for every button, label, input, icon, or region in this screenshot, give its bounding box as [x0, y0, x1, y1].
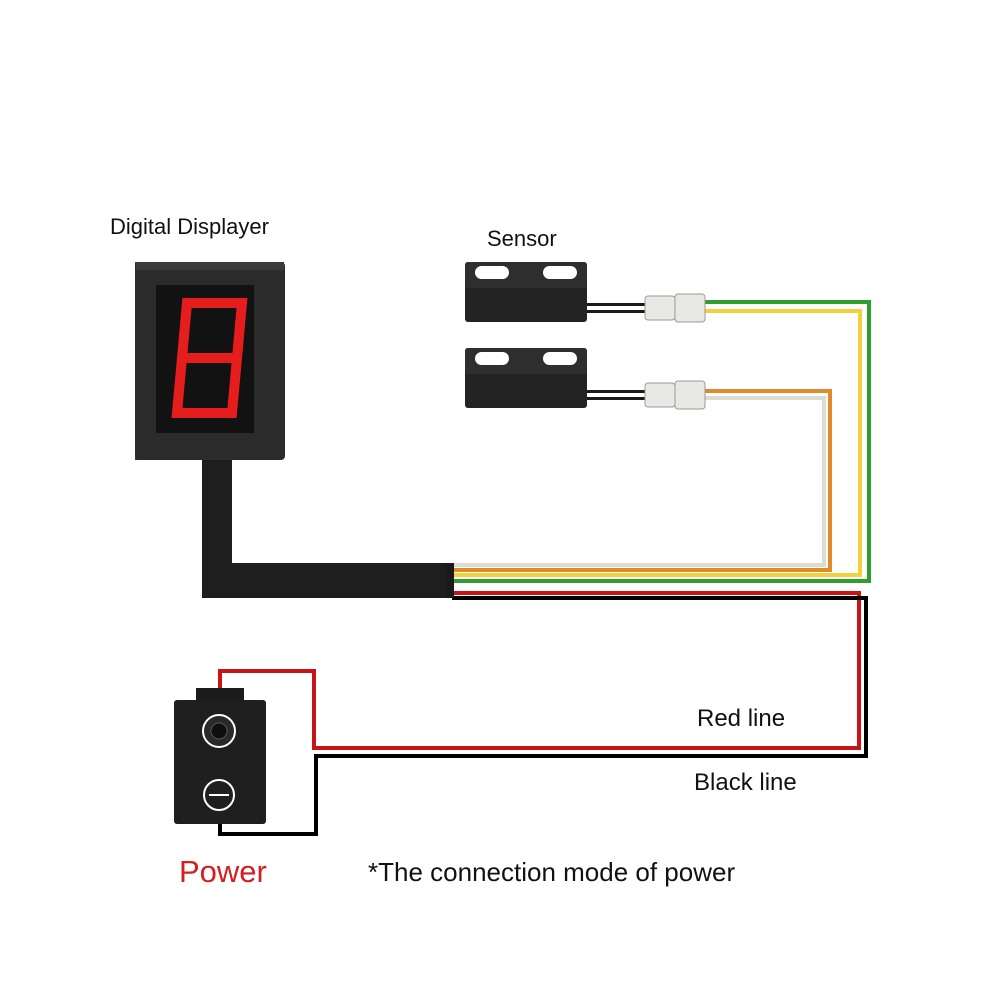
- red-line-label: Red line: [697, 705, 786, 732]
- digital-displayer-label: Digital Displayer: [110, 214, 269, 239]
- sensor-bottom: [465, 348, 706, 410]
- digital-displayer: [135, 262, 285, 460]
- sensor-wires: [452, 300, 871, 583]
- minus-terminal-icon: [203, 779, 235, 811]
- power-label: Power: [179, 854, 267, 889]
- digit-eight: [171, 298, 248, 418]
- battery: [174, 688, 266, 824]
- green-wire: [452, 300, 871, 583]
- positive-terminal-icon: [202, 714, 236, 748]
- sensor-top: [465, 262, 706, 323]
- power-wires: [218, 591, 868, 836]
- red-wire: [218, 591, 861, 750]
- black-line-label: Black line: [694, 769, 797, 796]
- sensor-label: Sensor: [487, 226, 557, 251]
- display-cable: [202, 455, 452, 598]
- yellow-wire: [452, 309, 862, 577]
- orange-wire: [452, 389, 832, 572]
- white-wire: [452, 396, 826, 567]
- black-wire: [218, 596, 868, 836]
- power-connection-note: *The connection mode of power: [368, 857, 736, 887]
